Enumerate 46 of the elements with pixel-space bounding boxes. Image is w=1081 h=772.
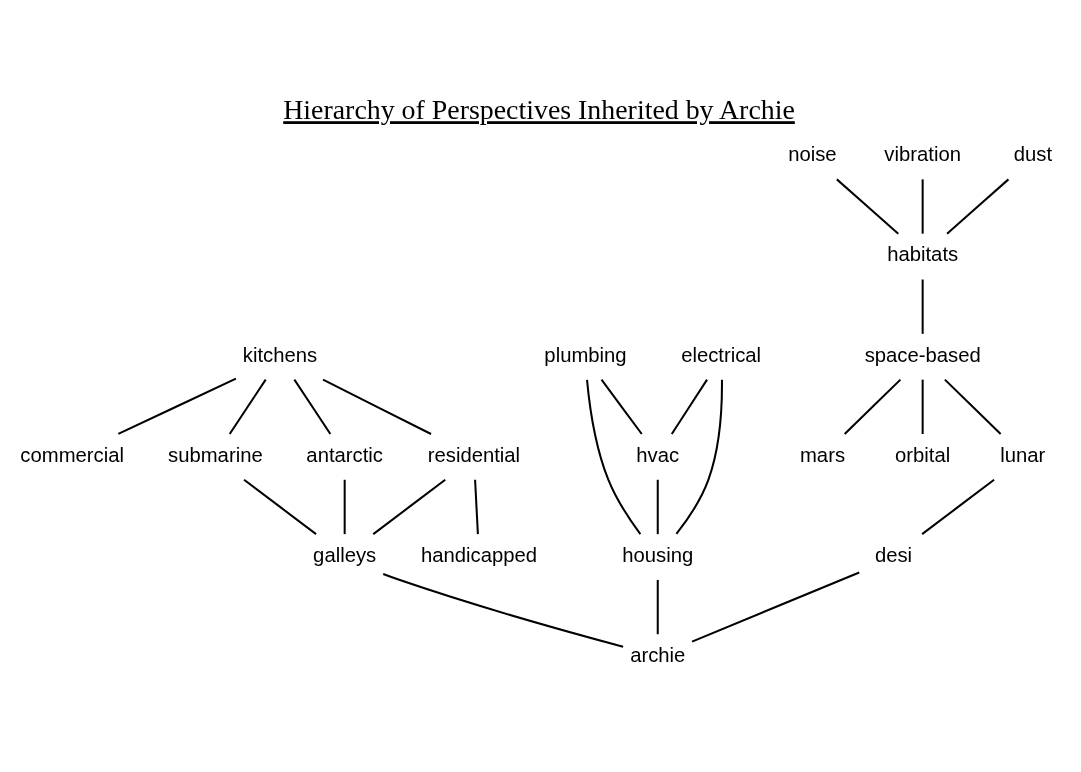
node-text: orbital xyxy=(895,443,951,466)
node-text: mars xyxy=(800,443,846,466)
node-text: housing xyxy=(622,543,694,566)
connector xyxy=(117,377,237,435)
node-text: residential xyxy=(427,443,521,466)
node-text: handicapped xyxy=(420,543,538,566)
connector xyxy=(474,479,479,534)
node-text: vibration xyxy=(884,142,961,165)
connector xyxy=(382,572,624,648)
connector xyxy=(586,379,642,535)
node-text: commercial xyxy=(20,443,124,466)
connector xyxy=(656,579,659,634)
diagram-title: Hierarchy of Perspectives Inherited by Archie xyxy=(283,93,795,125)
connector xyxy=(921,379,924,434)
connector xyxy=(243,478,317,535)
connector xyxy=(228,378,267,435)
connector xyxy=(921,478,995,535)
connector xyxy=(372,478,446,535)
node-text: noise xyxy=(788,142,837,165)
node-text: kitchens xyxy=(242,343,318,366)
connector xyxy=(343,479,346,534)
node-text: dust xyxy=(1013,142,1053,165)
node-text: desi xyxy=(874,543,913,566)
connector xyxy=(691,571,860,643)
node-text: antarctic xyxy=(306,443,383,466)
connector xyxy=(293,378,332,435)
node-text: space-based xyxy=(864,343,981,366)
connector xyxy=(836,178,899,234)
connector xyxy=(670,378,708,435)
node-text: plumbing xyxy=(544,343,627,366)
connector xyxy=(656,479,659,534)
connector xyxy=(921,279,924,334)
node-text: archie xyxy=(630,643,686,666)
node-text: hvac xyxy=(636,443,680,466)
node-text: habitats xyxy=(887,242,959,265)
connector xyxy=(322,378,432,435)
node-text: submarine xyxy=(168,443,263,466)
connector xyxy=(921,178,924,234)
node-text: galleys xyxy=(313,543,377,566)
connector xyxy=(600,378,643,435)
connector xyxy=(843,378,902,435)
connector xyxy=(946,178,1010,234)
node-text: electrical xyxy=(681,343,762,366)
connector xyxy=(944,378,1002,435)
connector xyxy=(675,379,723,535)
node-text: lunar xyxy=(1000,443,1046,466)
